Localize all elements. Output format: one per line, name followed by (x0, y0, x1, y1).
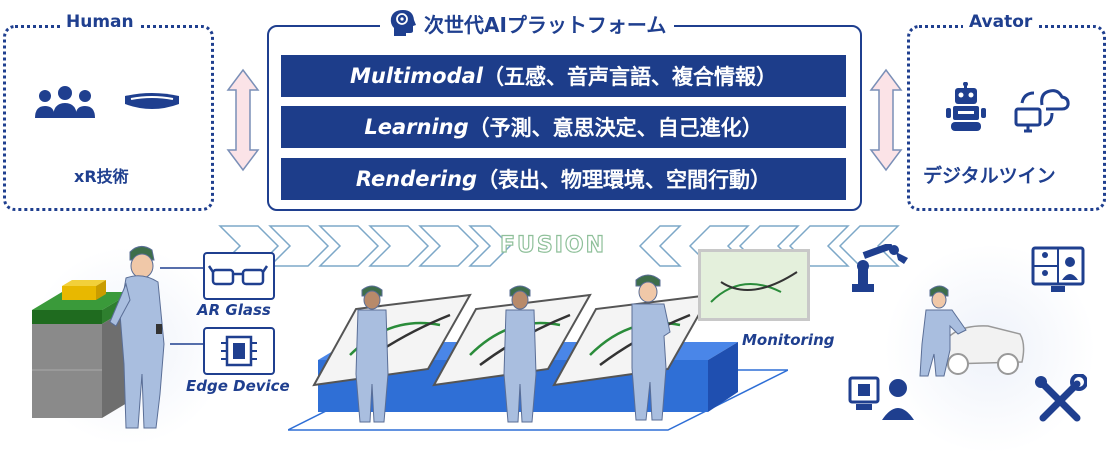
band-multimodal: Multimodal （五感、音声言語、複合情報） (281, 55, 846, 97)
robot-icon (946, 82, 986, 131)
vr-headset-icon (125, 93, 179, 109)
monitor-screen (698, 249, 810, 321)
band-jp: （五感、音声言語、複合情報） (483, 65, 777, 89)
human-title: Human (60, 12, 140, 32)
edge-device-icon-box (203, 327, 275, 375)
people-icon (35, 86, 95, 118)
chip-icon (221, 335, 257, 367)
band-en: Rendering (355, 167, 478, 191)
worker-1 (355, 285, 389, 423)
band-rendering: Rendering （表出、物理環境、空間行動） (281, 158, 846, 200)
monitoring-label: Monitoring (742, 331, 835, 349)
band-learning: Learning （予測、意思決定、自己進化） (281, 106, 846, 148)
band-en: Learning (364, 115, 469, 139)
platform-title: 次世代AIプラットフォーム (424, 12, 667, 37)
fusion-label: FUSION (499, 232, 607, 258)
ai-head-icon (390, 10, 416, 36)
worker-3 (631, 274, 671, 421)
ar-glass-label: AR Glass (197, 301, 271, 319)
band-jp: （表出、物理環境、空間行動） (477, 168, 772, 192)
edge-device-label: Edge Device (186, 377, 290, 395)
worker-left (109, 246, 165, 429)
avator-title: Avator (963, 12, 1039, 32)
monitor-image (701, 252, 807, 318)
callout-lines (160, 267, 206, 345)
fusion-chevrons (218, 225, 900, 267)
worker-2 (503, 285, 537, 423)
cloud-sync-icon (1014, 89, 1070, 133)
band-en: Multimodal (350, 64, 483, 88)
platform-title-wrap: 次世代AIプラットフォーム (380, 8, 675, 38)
video-conference-icon (1031, 246, 1085, 292)
double-arrow-left (226, 68, 260, 172)
avator-caption: デジタルツイン (923, 165, 1056, 187)
mechanic-car-illustration (919, 285, 1025, 377)
ar-glass-icon-box (203, 252, 275, 300)
tools-icon (1035, 374, 1087, 422)
remote-support-icon (848, 376, 914, 420)
robot-arm-icon (852, 244, 908, 292)
double-arrow-right (869, 68, 903, 172)
ar-glasses-icon (207, 265, 269, 286)
band-jp: （予測、意思決定、自己進化） (468, 116, 763, 140)
human-caption: xR技術 (74, 167, 129, 186)
